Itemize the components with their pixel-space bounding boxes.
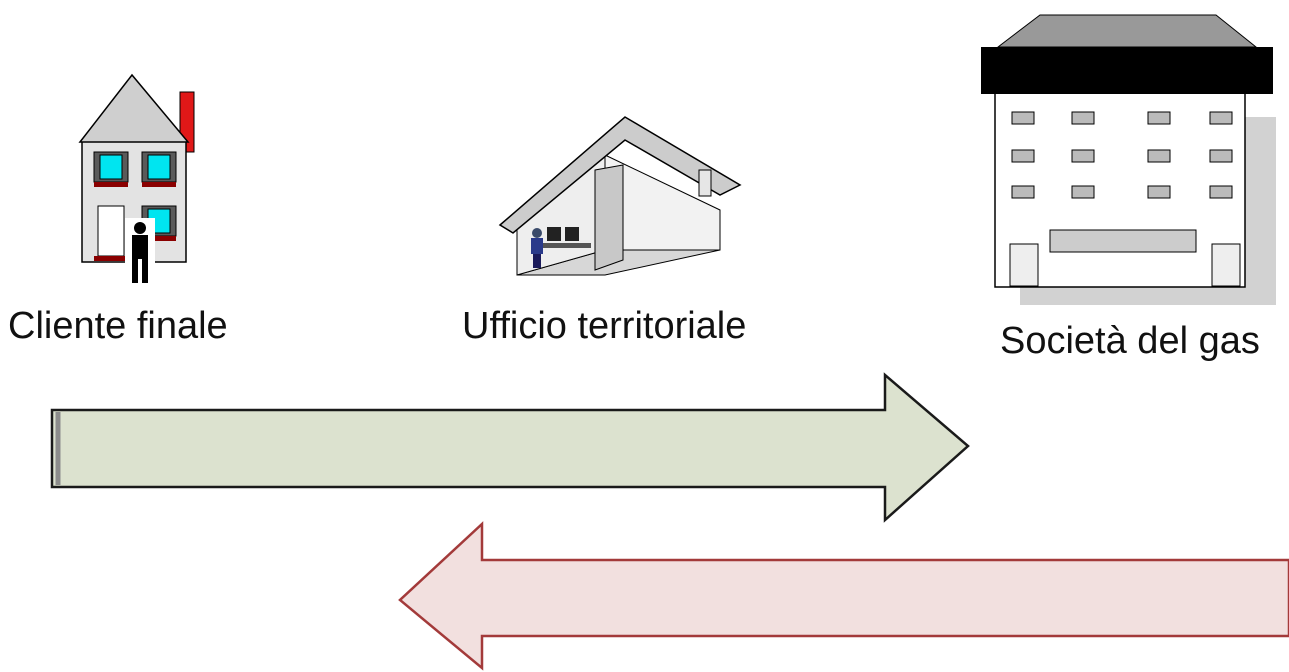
customer-label: Cliente finale bbox=[8, 305, 228, 347]
office-label: Ufficio territoriale bbox=[462, 305, 747, 347]
office-cutaway-icon bbox=[498, 116, 742, 276]
office-building-icon bbox=[981, 14, 1276, 305]
house-with-person-icon bbox=[78, 73, 195, 283]
company-label: Società del gas bbox=[1000, 320, 1260, 362]
